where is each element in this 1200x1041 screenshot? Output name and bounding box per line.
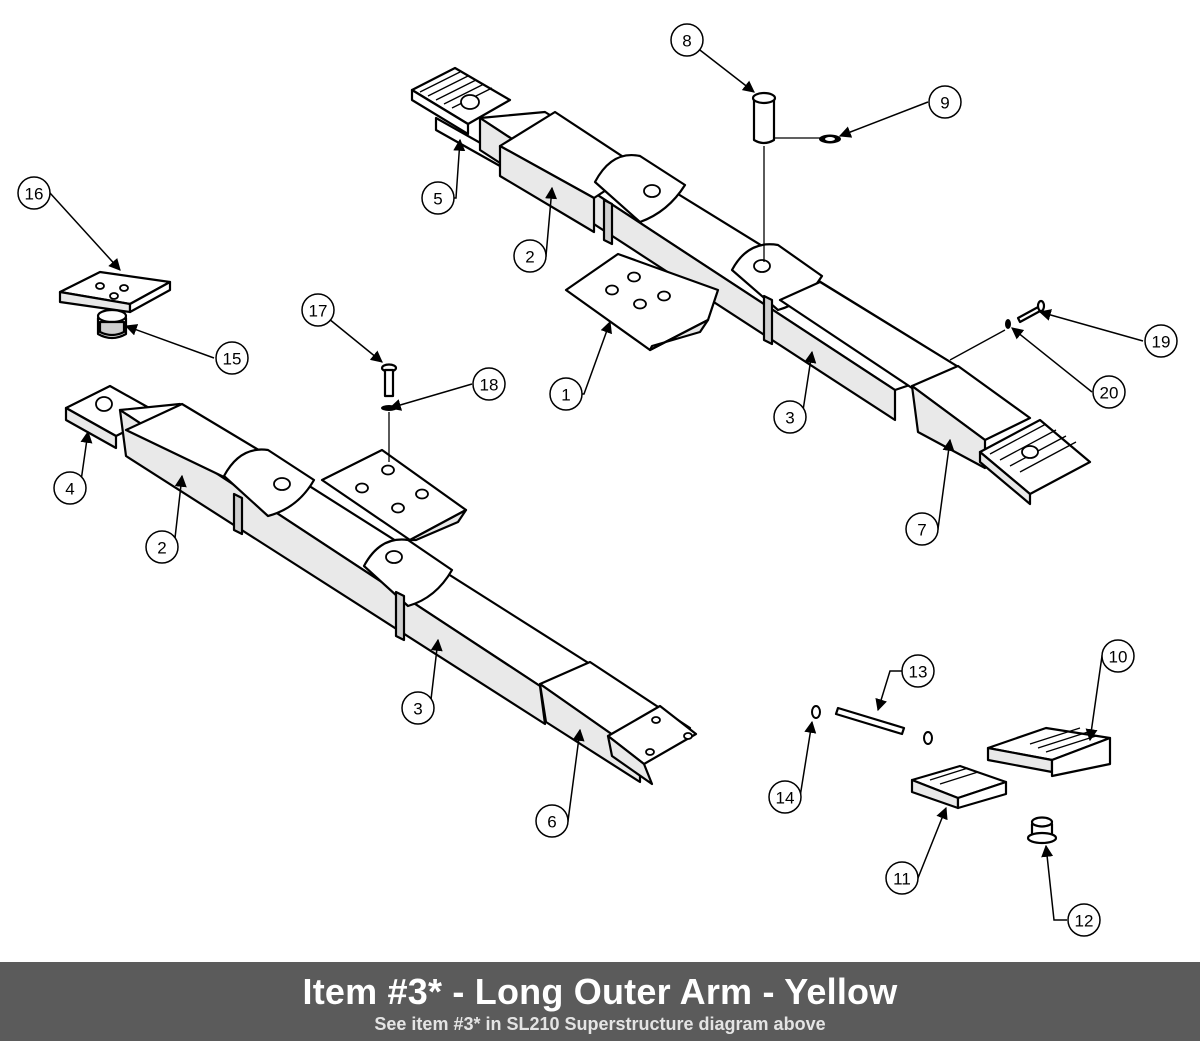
callout-number: 7: [917, 521, 926, 540]
callout-number: 3: [785, 409, 794, 428]
callout-5: 5: [421, 181, 455, 215]
part-10-bracket: [986, 726, 1112, 778]
callout-3: 3: [773, 400, 807, 434]
callout-12: 12: [1067, 903, 1101, 937]
part-11-bracket: [910, 764, 1008, 810]
callout-16: 16: [17, 176, 51, 210]
callout-number: 4: [65, 480, 74, 499]
part-2-inner-arm-upper: [478, 110, 962, 422]
callout-number: 2: [157, 539, 166, 558]
caption-subtitle: See item #3* in SL210 Superstructure dia…: [374, 1014, 826, 1034]
callout-number: 13: [909, 663, 928, 682]
callout-4: 4: [53, 471, 87, 505]
upper-arm-assembly: [410, 66, 1092, 506]
callout-9: 9: [928, 85, 962, 119]
callout-number: 20: [1100, 384, 1119, 403]
callout-13: 13: [901, 654, 935, 688]
callout-number: 18: [480, 376, 499, 395]
callout-19: 19: [1144, 324, 1178, 358]
caption-title: Item #3* - Long Outer Arm - Yellow: [302, 971, 898, 1012]
upper-saddle-plates: [593, 153, 824, 346]
callout-number: 14: [776, 789, 795, 808]
callout-number: 10: [1109, 648, 1128, 667]
lower-adapter-plate: [320, 448, 468, 542]
callout-20: 20: [1092, 375, 1126, 409]
callout-17: 17: [301, 293, 335, 327]
callout-3: 3: [401, 691, 435, 725]
part-14-clips: [811, 705, 933, 745]
part-1-adapter-plate: [564, 252, 720, 352]
part-3-outer-arm-upper: [778, 280, 1032, 470]
callout-11: 11: [885, 861, 919, 895]
callout-number: 19: [1152, 333, 1171, 352]
callout-number: 17: [309, 302, 328, 321]
part-6-end-bracket: [606, 704, 698, 786]
callout-number: 2: [525, 248, 534, 267]
part-8-pin: [751, 91, 822, 262]
callout-14: 14: [768, 780, 802, 814]
lower-saddle-plates: [222, 448, 454, 642]
callout-number: 5: [433, 190, 442, 209]
callout-18: 18: [472, 367, 506, 401]
callout-2: 2: [145, 530, 179, 564]
lower-arm-assembly: [64, 363, 698, 786]
part-12-bushing: [1026, 816, 1058, 845]
part-13-pin: [834, 706, 906, 736]
part-17-bolt: [380, 363, 398, 462]
callout-number: 16: [25, 185, 44, 204]
part-7-end-pad: [978, 418, 1092, 506]
callout-number: 6: [547, 813, 556, 832]
part-16-pad: [58, 270, 172, 314]
callout-number: 11: [893, 870, 911, 889]
callout-7: 7: [905, 512, 939, 546]
callout-8: 8: [670, 23, 704, 57]
callout-6: 6: [535, 804, 569, 838]
callout-number: 3: [413, 700, 422, 719]
callout-number: 9: [940, 94, 949, 113]
callout-number: 1: [561, 386, 570, 405]
callout-number: 15: [223, 350, 242, 369]
caption-bar: Item #3* - Long Outer Arm - Yellow See i…: [0, 962, 1200, 1041]
callout-number: 12: [1075, 912, 1094, 931]
part-5-end-plate: [410, 66, 512, 168]
part-9-washer: [819, 134, 841, 144]
callout-1: 1: [549, 377, 583, 411]
part-2-inner-arm-lower: [118, 402, 592, 726]
callout-number: 8: [682, 32, 691, 51]
part-19-bolt: [949, 299, 1046, 361]
callout-2: 2: [513, 239, 547, 273]
callout-10: 10: [1101, 639, 1135, 673]
part-20-nut: [1005, 319, 1011, 329]
callout-15: 15: [215, 341, 249, 375]
part-15-pad-base: [96, 308, 128, 340]
